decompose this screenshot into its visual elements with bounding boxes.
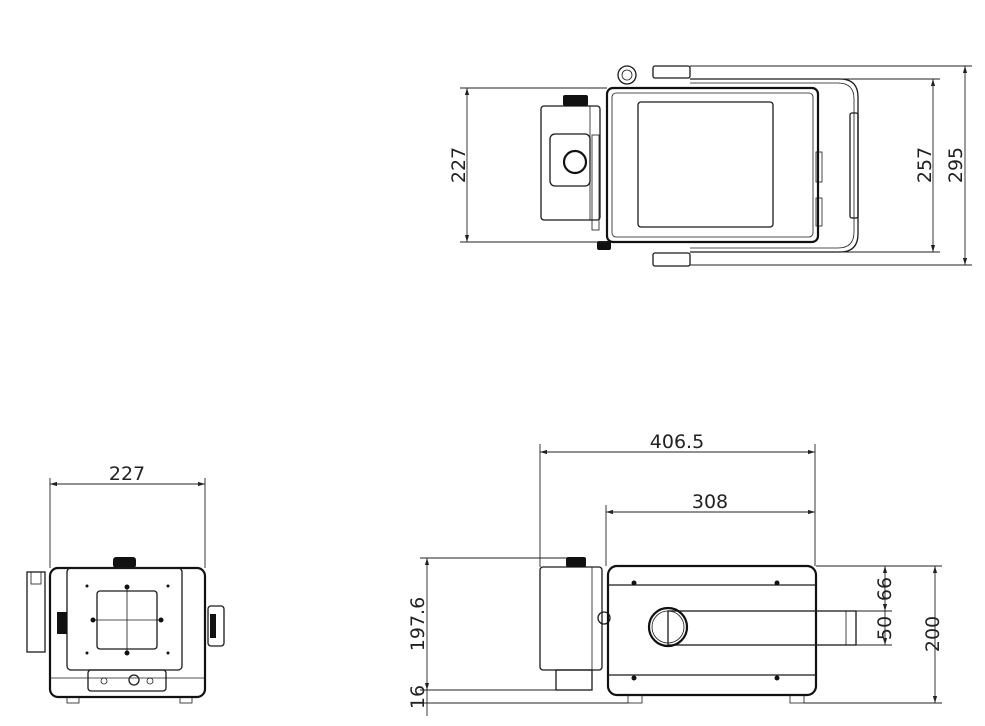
dim-16: 16 [407,685,429,709]
dim-227-top: 227 [448,147,470,183]
top-view-dimensions: 227 257 295 [448,65,972,266]
dim-197-6: 197.6 [407,597,429,651]
dim-200: 200 [922,616,944,652]
dim-227-front: 227 [109,463,145,485]
dim-295: 295 [945,147,967,183]
dim-406-5: 406.5 [650,431,704,453]
side-view-dimensions: 406.5 308 197.6 16 66 50 200 [407,431,944,716]
dim-66: 66 [874,577,896,601]
front-view-dimensions: 227 [49,463,206,568]
top-view [540,65,859,267]
front-view [26,557,225,704]
dim-50: 50 [874,616,896,640]
side-view [539,557,857,704]
dim-257: 257 [914,147,936,183]
dim-308: 308 [692,491,728,513]
